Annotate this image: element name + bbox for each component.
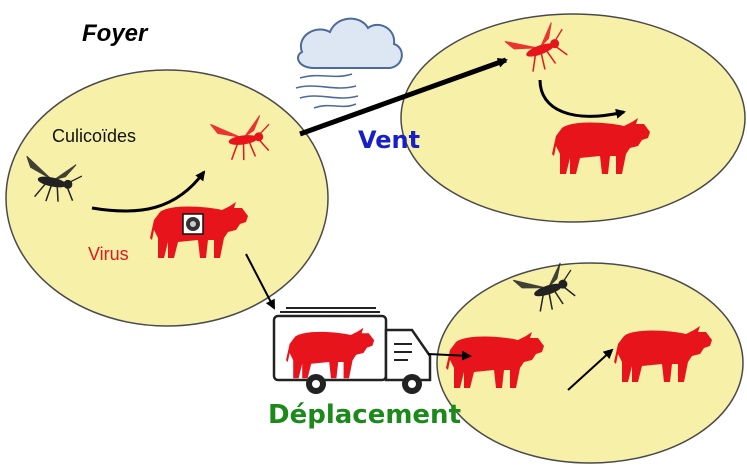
- movement-label: Déplacement: [268, 400, 461, 430]
- midge-infection-arrow: [91, 170, 206, 213]
- movement-start-arrow: [245, 253, 275, 310]
- virus-icon: [182, 213, 204, 235]
- virus-label: Virus: [88, 244, 129, 264]
- movement-arrival-arrow: [427, 350, 472, 361]
- local-spread-arrow: [567, 348, 614, 391]
- wind-infection-arrow: [538, 79, 626, 119]
- outbreak-zone: [5, 69, 329, 327]
- cloud-wind-icon: [295, 17, 403, 109]
- truck-icon: [272, 307, 432, 394]
- movement-destination-zone: [436, 262, 744, 464]
- wind-label: Vent: [358, 126, 421, 154]
- wind-destination-zone: [400, 13, 746, 223]
- wind-transport-arrow: [299, 57, 508, 137]
- diagram-title: Foyer: [82, 20, 148, 47]
- culicoides-label: Culicoïdes: [52, 126, 137, 146]
